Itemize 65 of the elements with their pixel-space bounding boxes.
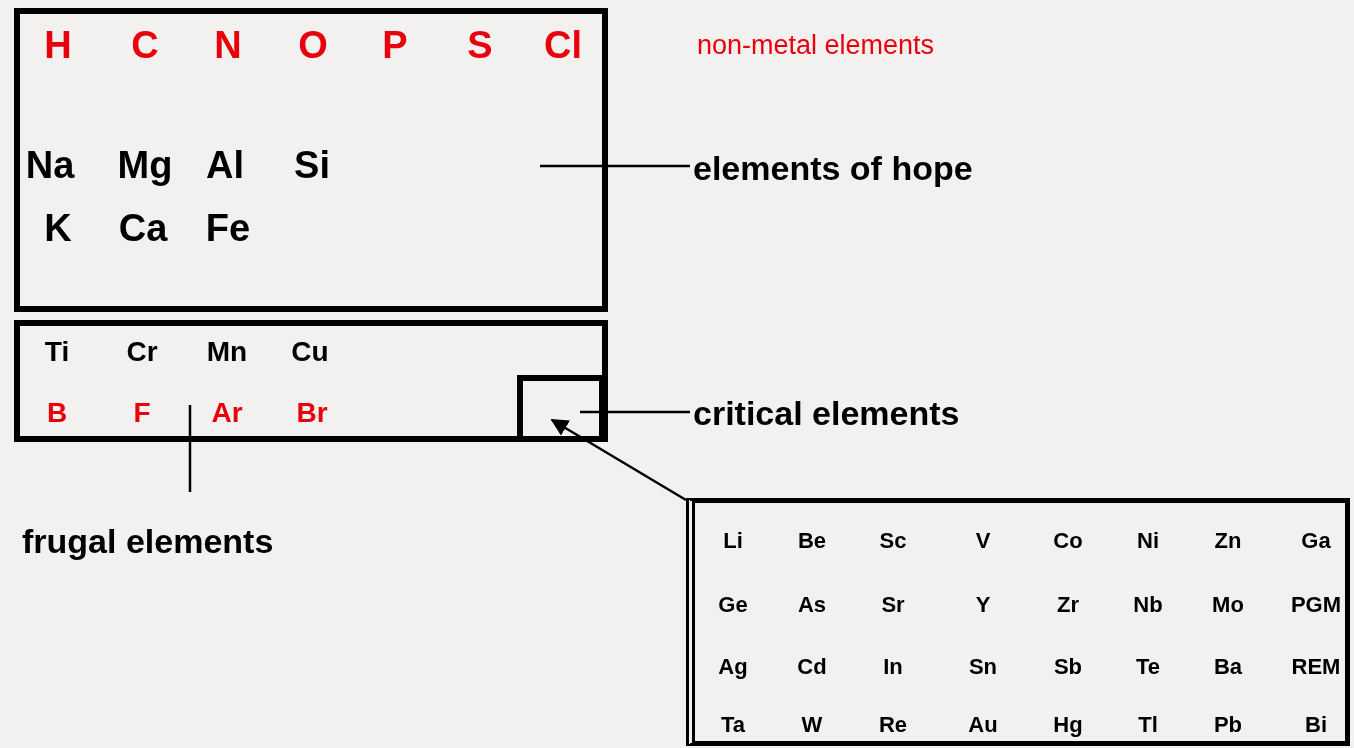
element-symbol: Zr <box>1057 594 1079 616</box>
element-symbol: Re <box>878 714 908 736</box>
group-label: frugal elements <box>22 518 362 564</box>
element-symbol: Au <box>968 714 998 736</box>
element-symbol: Ag <box>718 656 748 678</box>
element-symbol: Si <box>294 146 330 184</box>
element-symbol: Ar <box>211 399 243 427</box>
note-label: non-metal elements <box>697 30 935 61</box>
element-symbol: REM <box>1291 656 1341 678</box>
element-symbol: Br <box>296 399 328 427</box>
element-box <box>14 320 608 442</box>
element-symbol: Be <box>797 530 827 552</box>
element-symbol: Li <box>723 530 743 552</box>
element-symbol: Nb <box>1133 594 1163 616</box>
element-symbol: Ge <box>718 594 748 616</box>
element-symbol: Fe <box>205 209 251 247</box>
element-symbol: S <box>467 26 493 64</box>
element-symbol: Co <box>1053 530 1083 552</box>
element-symbol: Mo <box>1212 594 1244 616</box>
element-table <box>686 498 1350 746</box>
element-symbol: Mn <box>206 338 248 366</box>
element-symbol: Cu <box>291 338 329 366</box>
element-symbol: Bi <box>1305 714 1327 736</box>
element-symbol: Zn <box>1214 530 1242 552</box>
element-symbol: V <box>975 530 991 552</box>
arrow <box>550 418 687 502</box>
element-symbol: K <box>44 209 72 247</box>
element-symbol: Pb <box>1213 714 1243 736</box>
element-box <box>14 8 608 312</box>
element-symbol: Sn <box>968 656 998 678</box>
element-symbol: N <box>214 26 242 64</box>
element-symbol: Hg <box>1053 714 1083 736</box>
element-symbol: O <box>298 26 328 64</box>
element-symbol: Cl <box>544 26 582 64</box>
element-symbol: Na <box>25 146 75 184</box>
group-label: elements of hope <box>693 145 1073 191</box>
element-symbol: Ti <box>44 338 70 366</box>
leader-line <box>188 405 192 492</box>
element-symbol: P <box>382 26 408 64</box>
element-symbol: C <box>131 26 159 64</box>
element-symbol: Y <box>975 594 991 616</box>
leader-line <box>540 164 690 168</box>
element-symbol: Al <box>206 146 244 184</box>
element-symbol: Ni <box>1137 530 1159 552</box>
element-symbol: Cr <box>126 338 158 366</box>
group-label: critical elements <box>693 390 1055 436</box>
element-symbol: H <box>44 26 72 64</box>
element-symbol: F <box>133 399 151 427</box>
element-symbol: Ta <box>721 714 745 736</box>
element-symbol: PGM <box>1290 594 1342 616</box>
element-symbol: In <box>883 656 903 678</box>
element-symbol: Sr <box>881 594 905 616</box>
element-symbol: Te <box>1136 656 1160 678</box>
element-symbol: Ga <box>1301 530 1331 552</box>
element-symbol: Ba <box>1213 656 1243 678</box>
element-symbol: W <box>801 714 823 736</box>
element-symbol: Tl <box>1138 714 1158 736</box>
element-symbol: Cd <box>797 656 827 678</box>
element-symbol: Ca <box>118 209 168 247</box>
element-symbol: As <box>797 594 827 616</box>
leader-line <box>580 410 690 414</box>
element-symbol: B <box>46 399 68 427</box>
element-symbol: Sc <box>879 530 907 552</box>
element-symbol: Mg <box>117 146 173 184</box>
element-symbol: Sb <box>1053 656 1083 678</box>
